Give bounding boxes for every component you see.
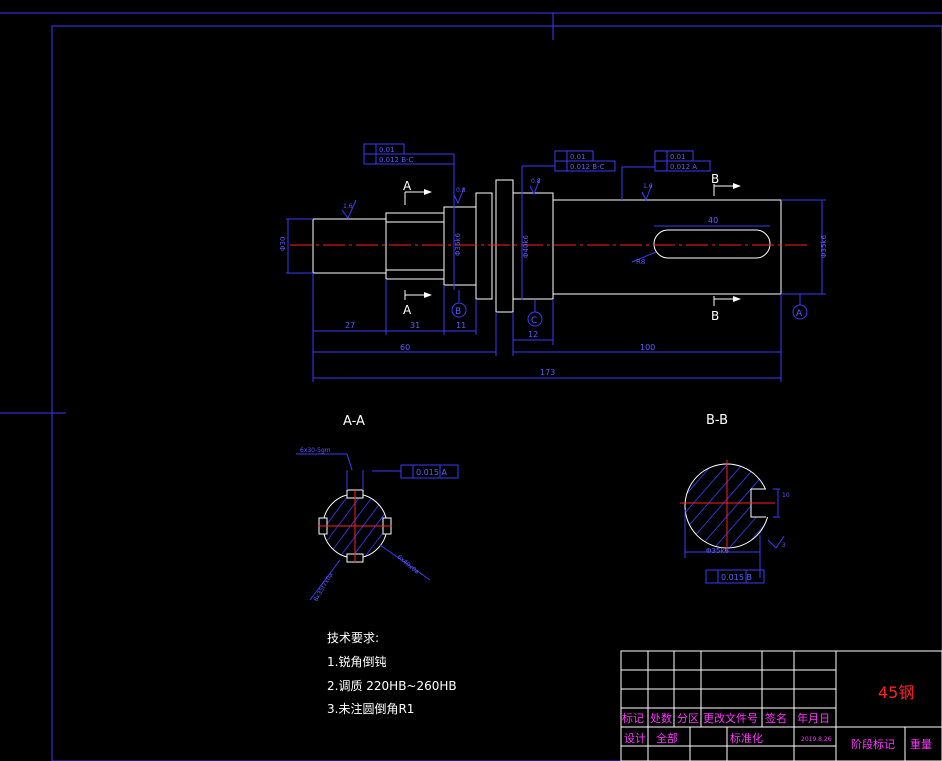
title-block (620, 650, 942, 761)
tb-label-all: 全部 (656, 731, 678, 745)
aa-frame-text: 0.015 A (416, 468, 447, 477)
datum-a-label: A (796, 309, 803, 319)
section-bb-view (680, 460, 775, 552)
dim-len-11: 11 (456, 321, 466, 330)
dim-d-right: Φ35k6 (820, 235, 828, 258)
tb-label-stage: 阶段标记 (851, 737, 895, 751)
tb-label-mark: 标记 (622, 711, 644, 725)
datum-c-label: C (531, 316, 537, 326)
tolerance-frame-3 (654, 150, 711, 172)
tolerance-frame-2 (521, 150, 616, 180)
view-label-aa: A-A (343, 414, 365, 429)
shaft-main-view (290, 179, 810, 313)
tol-3b: 0.012 A (670, 163, 697, 171)
aa-dimensions (296, 453, 459, 601)
tb-label-design: 设计 (624, 732, 646, 745)
section-aa-view (318, 489, 392, 563)
bb-dia-dim: Φ35k6 (706, 547, 729, 555)
tb-label-weight: 重量 (910, 737, 932, 751)
bb-w-dim: 10 (782, 492, 790, 499)
roughness-3: 0.8 (531, 178, 541, 185)
section-label-a-top: A (403, 179, 412, 193)
tb-small-date: 2019.8.26 (801, 736, 832, 743)
dim-d-collar: Φ40k6 (522, 235, 530, 258)
view-label-bb: B-B (706, 413, 728, 428)
dim-len-60: 60 (400, 343, 410, 352)
tol-1b: 0.012 B-C (379, 156, 414, 164)
notes-heading: 技术要求: (327, 631, 379, 645)
section-arrow-a (404, 189, 432, 300)
tol-3a: 0.01 (670, 153, 686, 161)
material-label: 45钢 (878, 683, 914, 702)
notes-item-2: 2.调质 220HB~260HB (327, 679, 457, 693)
tb-label-signature: 签名 (765, 711, 787, 725)
roughness-4: 1.6 (643, 183, 653, 190)
datum-b-label: B (455, 307, 461, 317)
dim-d-spline: Φ35k6 (454, 233, 462, 256)
roughness-symbols (341, 166, 655, 219)
dim-len-173: 173 (540, 368, 555, 377)
dim-key-40: 40 (708, 216, 718, 225)
dim-d-left: Φ30 (279, 237, 287, 251)
aa-note-right: 6x40x0a (396, 554, 421, 576)
tol-2b: 0.012 B-C (570, 163, 605, 171)
tb-label-date: 年月日 (797, 711, 830, 725)
drawing-frame (51, 25, 942, 761)
section-label-b-top: B (711, 172, 719, 186)
aa-note-left: 8x35f7x0a (313, 571, 335, 602)
datum-c-symbol (527, 311, 543, 327)
section-arrow-b (713, 183, 741, 306)
tb-label-standard: 标准化 (730, 731, 763, 745)
bb-frame-text: 0.015 B (721, 573, 752, 582)
tolerance-frame-1 (363, 143, 455, 193)
bb-dimensions (684, 488, 785, 584)
dim-len-27: 27 (345, 321, 355, 330)
dim-key-r8: R8 (636, 258, 645, 266)
bb-depth-dim: 3 (782, 542, 786, 549)
tb-label-change-doc: 更改文件号 (703, 711, 758, 725)
dim-len-100: 100 (640, 343, 655, 352)
roughness-2: 0.8 (456, 187, 466, 194)
section-label-a-bottom: A (403, 303, 412, 317)
dim-len-12: 12 (528, 330, 538, 339)
tol-1a: 0.01 (379, 146, 395, 154)
tol-2a: 0.01 (570, 153, 586, 161)
dim-len-31: 31 (410, 321, 420, 330)
section-label-b-bottom: B (711, 309, 719, 323)
tb-label-zone: 分区 (677, 712, 699, 725)
datum-b-symbol (451, 302, 467, 318)
tb-label-count: 处数 (650, 712, 672, 725)
notes-item-3: 3.未注圆倒角R1 (327, 701, 414, 716)
dimension-lines (286, 180, 826, 382)
roughness-1: 1.6 (343, 203, 353, 210)
notes-item-1: 1.锐角倒钝 (327, 655, 386, 669)
aa-spline-dim: 6x30-5gm (300, 447, 331, 454)
datum-a-symbol (792, 304, 808, 320)
